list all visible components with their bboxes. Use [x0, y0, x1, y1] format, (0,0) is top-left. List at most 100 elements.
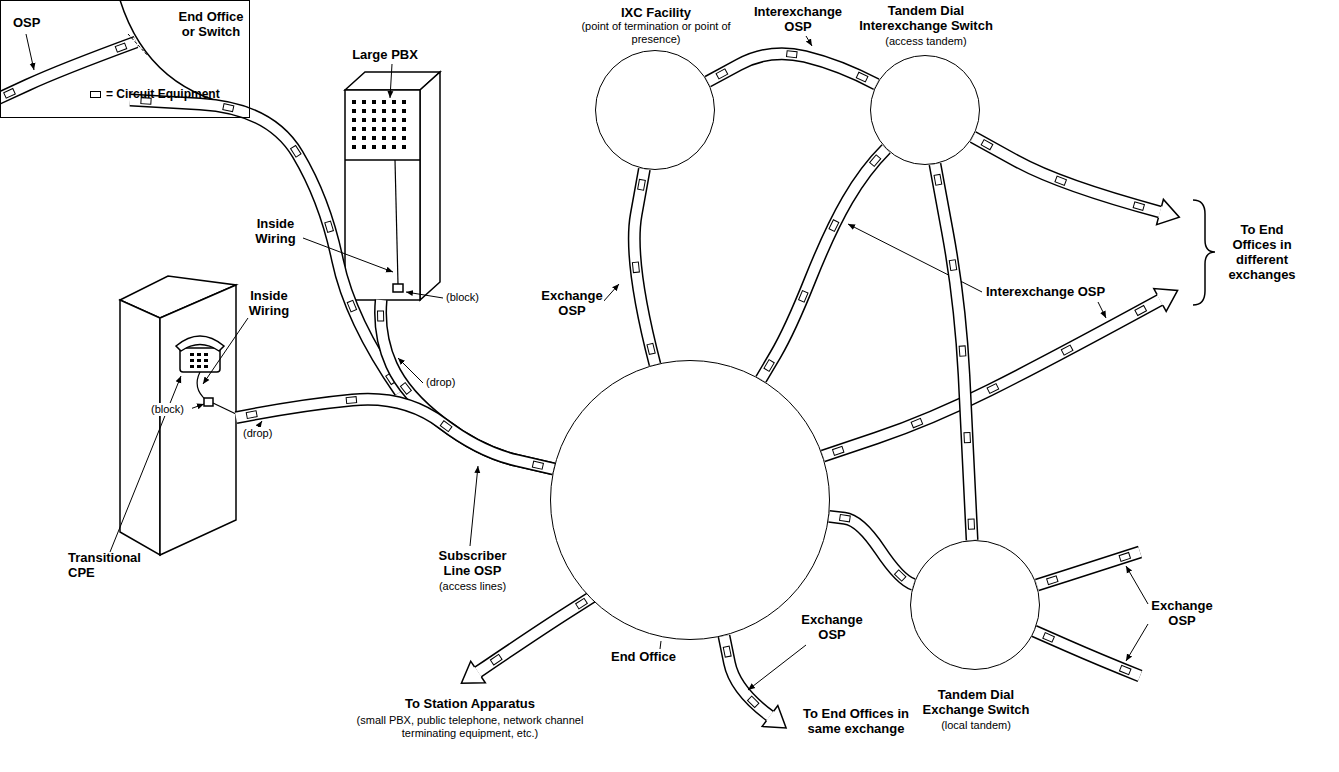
leader-line [203, 318, 248, 384]
callout-label: (block) [445, 291, 495, 304]
port-dot [392, 109, 396, 113]
circuit-equipment [911, 418, 923, 427]
circuit-equipment [632, 262, 639, 273]
block [204, 398, 213, 406]
legend-text: = Circuit Equipment [106, 87, 220, 102]
port-dot [382, 100, 386, 104]
local-tandem-circle: Tandem Dial Exchange Switch(local tandem… [910, 540, 1040, 670]
leader-line [26, 34, 34, 70]
osp-cable-sheath [236, 399, 554, 469]
callout-label: (drop) [242, 427, 287, 440]
osp-cable-sheath-core [829, 516, 913, 584]
cable-group [1034, 631, 1140, 676]
node-title: IXC Facility [576, 5, 736, 20]
ixc-facility-circle: IXC Facility(point of termination or poi… [595, 50, 715, 170]
osp-cable-sheath-core [935, 164, 972, 540]
port-dot [362, 118, 366, 122]
key [197, 365, 201, 368]
port-dot [372, 136, 376, 140]
circuit-equipment [895, 570, 906, 581]
phone-handset [176, 336, 224, 351]
leader-line [470, 466, 478, 546]
subscriber-cable [130, 100, 400, 392]
leader-line [303, 238, 393, 272]
cable-core [478, 595, 595, 672]
port-dot [392, 100, 396, 104]
port-dot [392, 145, 396, 149]
building-right-wall [160, 285, 236, 555]
node-title: End Office [611, 649, 701, 664]
osp-cable-sheath [761, 149, 886, 379]
circuit-equipment [347, 300, 356, 312]
osp-cable [236, 397, 554, 470]
leader-line [1126, 566, 1148, 604]
cable-core [724, 636, 770, 716]
pbx-cabinet-drawing [345, 72, 440, 300]
circuit-equipment [787, 51, 798, 58]
cable-arrowhead [461, 661, 485, 683]
inset-drawing [0, 0, 250, 108]
inside-wiring [395, 160, 398, 284]
block [393, 284, 403, 292]
inside-wiring [197, 372, 206, 400]
callout-label: Inside Wiring [248, 216, 303, 246]
osp-cable-sheath [935, 164, 972, 540]
port-dot [402, 127, 406, 131]
port-dot [352, 109, 356, 113]
port-dot [362, 145, 366, 149]
port-dot [402, 136, 406, 140]
port-dot [402, 100, 406, 104]
station-cable [478, 595, 595, 672]
cable-core [823, 300, 1160, 456]
port-dot [372, 100, 376, 104]
port-dot [402, 145, 406, 149]
circuit-equipment [291, 145, 301, 157]
node-title: OSP [13, 15, 53, 30]
node-subtitle: End Office or Switch [173, 9, 249, 39]
access-tandem-circle: Tandem Dial Interexchange Switch(access … [870, 55, 980, 165]
leader-line [1098, 302, 1106, 318]
circuit-equipment [964, 432, 970, 442]
interexchange-cable [973, 137, 1160, 212]
circuit-equipment [400, 383, 411, 395]
callout-label: Interexchange OSP [985, 284, 1145, 299]
key [190, 359, 194, 362]
callout-label: Exchange OSP [540, 288, 604, 318]
callout-label: Exchange OSP [800, 612, 864, 642]
circuit-equipment [799, 291, 808, 303]
leader-line [603, 284, 619, 302]
osp-cable [934, 164, 974, 540]
circuit-equipment [716, 69, 728, 79]
port-dot [372, 118, 376, 122]
osp-cable-sheath [708, 54, 877, 85]
cable-group [723, 636, 786, 728]
port-dot [402, 118, 406, 122]
circuit-equipment [1043, 633, 1055, 643]
node-title: Tandem Dial Interexchange Switch [851, 3, 1001, 33]
key [204, 359, 208, 362]
phone-keypad [190, 353, 208, 368]
osp-cable [761, 149, 886, 379]
circuit-equipment [1135, 305, 1147, 315]
circuit-equipment [833, 446, 844, 455]
circuit-equipment [532, 461, 543, 469]
osp-cable-sheath-core [761, 149, 886, 379]
port-dot [372, 127, 376, 131]
leader-line [748, 645, 806, 690]
key [197, 353, 201, 356]
circuit-equipment [223, 104, 234, 112]
cable-group [461, 595, 595, 683]
callout-label: Subscriber Line OSP [425, 548, 520, 578]
circuit-equipment [981, 140, 993, 150]
key [197, 359, 201, 362]
circuit-equipment [647, 343, 655, 354]
port-dot [352, 118, 356, 122]
cable-arrowhead [1157, 199, 1180, 224]
cable-group [823, 289, 1178, 456]
osp-cable [708, 51, 877, 85]
circuit-equipment [1047, 576, 1058, 585]
circuit-equipment [1119, 665, 1131, 674]
cable-core [1034, 631, 1140, 676]
building-left-wall [120, 300, 160, 555]
circuit-equipment [968, 519, 974, 529]
